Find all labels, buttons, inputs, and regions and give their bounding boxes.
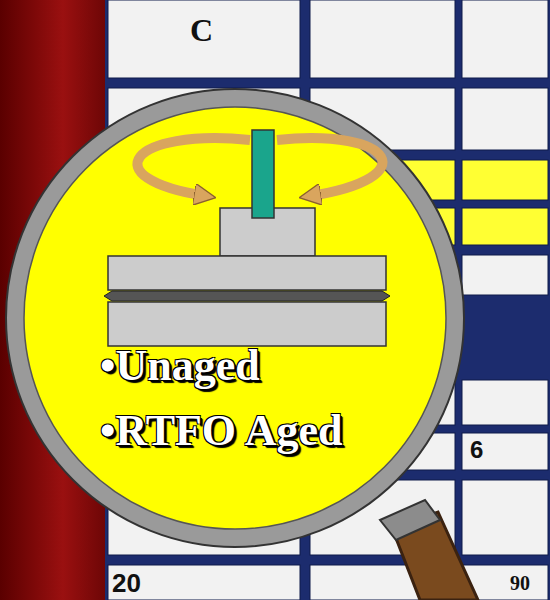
table-cell (462, 480, 548, 555)
table-cell (462, 160, 548, 200)
table-cell-number: 20 (112, 568, 141, 599)
lens-rim (15, 98, 455, 538)
table-cell-text: C (190, 12, 213, 49)
table-cell (108, 565, 300, 600)
upper-plate (108, 256, 386, 290)
lens-glass (15, 98, 455, 538)
lens-rim-inner (24, 107, 446, 529)
table-cell (462, 0, 548, 78)
table-cell (462, 255, 548, 295)
rotation-arrow (137, 138, 250, 196)
binder-sample (104, 291, 390, 301)
lower-plate (108, 302, 386, 346)
lens-rim-outline (6, 89, 464, 547)
table-cell (462, 208, 548, 245)
table-cell (462, 433, 548, 470)
table-cell-number: 90 (510, 572, 530, 595)
table-cell (462, 88, 548, 150)
handle-collar (380, 500, 440, 540)
table-cell (310, 0, 455, 78)
table-cell-number: 6 (470, 436, 483, 464)
table-cell (462, 380, 548, 425)
table-cell (108, 0, 300, 78)
spindle (252, 130, 274, 218)
bullet-item: •RTFO Aged (100, 405, 342, 456)
rotation-arrow (277, 138, 382, 196)
bullet-item: •Unaged (100, 340, 260, 391)
magnifier-lens: •Unaged •RTFO Aged (15, 98, 455, 538)
